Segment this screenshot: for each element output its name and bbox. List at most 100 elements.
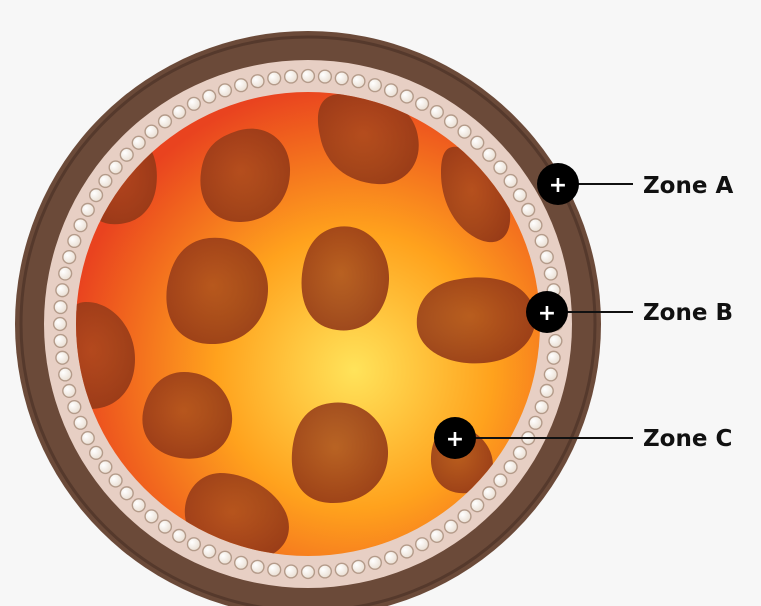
bead: [352, 560, 365, 573]
plus-icon: +: [549, 173, 567, 198]
bead: [535, 235, 548, 248]
bead: [400, 545, 413, 558]
bead: [68, 401, 81, 414]
zone-b-label: Zone B: [643, 300, 733, 326]
bead: [74, 416, 87, 429]
bead: [302, 566, 315, 579]
bead: [54, 335, 67, 348]
bead: [54, 301, 67, 314]
bead: [99, 175, 112, 188]
bead: [81, 432, 94, 445]
bead: [120, 487, 133, 500]
bead: [68, 235, 81, 248]
zone-c-hotspot[interactable]: +: [434, 417, 476, 459]
blob: [417, 277, 536, 363]
bead: [132, 136, 145, 149]
bead: [219, 551, 232, 564]
bead: [458, 125, 471, 138]
bead: [63, 385, 76, 398]
bead: [416, 538, 429, 551]
bead: [285, 565, 298, 578]
bead: [430, 106, 443, 119]
bead: [159, 115, 172, 128]
bead: [529, 219, 542, 232]
bead: [173, 530, 186, 543]
bead: [352, 75, 365, 88]
bead: [56, 351, 69, 364]
plus-icon: +: [446, 427, 464, 452]
bead: [494, 161, 507, 174]
bead: [235, 79, 248, 92]
bead: [319, 70, 332, 83]
bead: [471, 136, 484, 149]
bead: [547, 351, 560, 364]
bead: [540, 385, 553, 398]
plus-icon: +: [538, 301, 556, 326]
bead: [145, 510, 158, 523]
bead: [109, 161, 122, 174]
bead: [400, 90, 413, 103]
bead: [445, 115, 458, 128]
bead: [504, 461, 517, 474]
bead: [544, 368, 557, 381]
bead: [483, 148, 496, 161]
bead: [219, 84, 232, 97]
bead: [522, 204, 535, 217]
bead: [188, 538, 201, 551]
bead: [335, 563, 348, 576]
zone-c-label: Zone C: [643, 426, 732, 452]
bead: [251, 75, 264, 88]
bead: [203, 90, 216, 103]
bead: [109, 474, 122, 487]
bead: [514, 189, 527, 202]
bead: [159, 520, 172, 533]
bead: [369, 79, 382, 92]
bead: [494, 474, 507, 487]
bead: [504, 175, 517, 188]
bead: [56, 284, 69, 297]
zone-a-label: Zone A: [643, 173, 733, 199]
bead: [99, 461, 112, 474]
bead: [385, 551, 398, 564]
bead: [90, 189, 103, 202]
bead: [529, 416, 542, 429]
bead: [251, 560, 264, 573]
bead: [549, 335, 562, 348]
bead: [268, 72, 281, 85]
bead: [302, 70, 315, 83]
bead: [540, 251, 553, 264]
bead: [430, 530, 443, 543]
bead: [483, 487, 496, 500]
bead: [59, 368, 72, 381]
bead: [188, 97, 201, 110]
bead: [63, 251, 76, 264]
bead: [335, 72, 348, 85]
zone-a-hotspot[interactable]: +: [537, 163, 579, 205]
bead: [285, 70, 298, 83]
bead: [514, 446, 527, 459]
bead: [268, 563, 281, 576]
bead: [369, 556, 382, 569]
bead: [90, 446, 103, 459]
bead: [416, 97, 429, 110]
bead: [319, 565, 332, 578]
bead: [145, 125, 158, 138]
bead: [385, 84, 398, 97]
bead: [471, 499, 484, 512]
blob: [302, 226, 390, 330]
bead: [235, 556, 248, 569]
zone-b-hotspot[interactable]: +: [526, 291, 568, 333]
bead: [132, 499, 145, 512]
bead: [203, 545, 216, 558]
bead: [445, 520, 458, 533]
bead: [544, 267, 557, 280]
bead: [458, 510, 471, 523]
bead: [59, 267, 72, 280]
bead: [120, 148, 133, 161]
bead: [54, 318, 67, 331]
bead: [81, 204, 94, 217]
bead: [74, 219, 87, 232]
bead: [535, 401, 548, 414]
bead: [173, 106, 186, 119]
